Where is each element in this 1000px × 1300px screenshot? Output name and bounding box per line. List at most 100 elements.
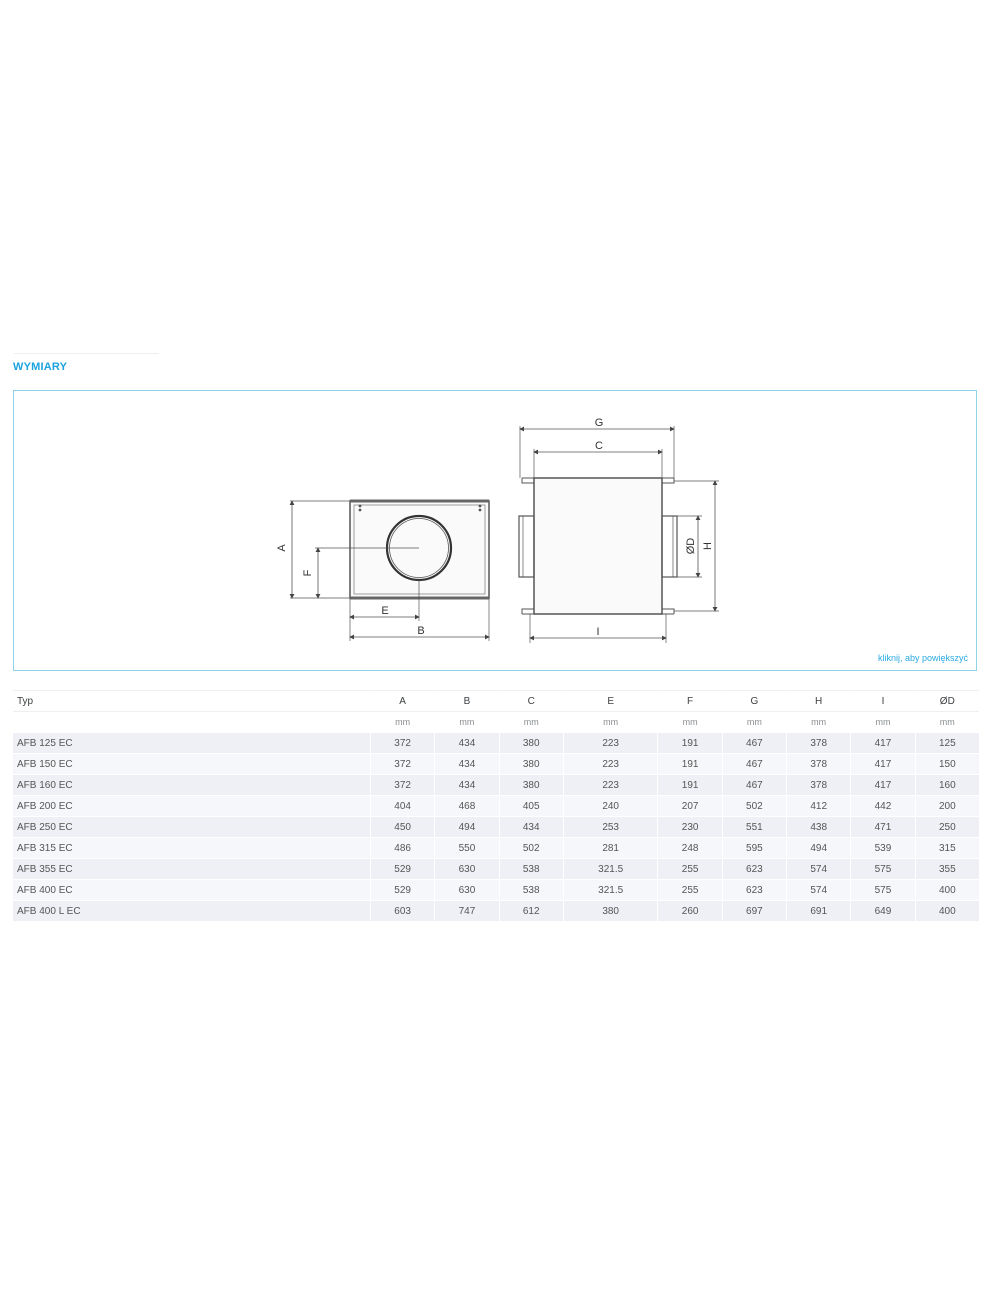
dimension-cell: 191 xyxy=(657,753,722,774)
dimension-cell: 623 xyxy=(721,879,787,900)
dimension-cell: 230 xyxy=(657,816,722,837)
dimension-cell: 494 xyxy=(786,837,851,858)
header-G: G xyxy=(721,690,787,711)
dimension-cell: 321.5 xyxy=(562,858,658,879)
section-title: WYMIARY xyxy=(13,361,68,373)
header-B: B xyxy=(434,690,499,711)
dimension-cell: 355 xyxy=(914,858,979,879)
table-header-row: Typ A B C E F G H I ØD xyxy=(13,690,979,711)
dimension-cell: 529 xyxy=(370,858,435,879)
dimension-cell: 575 xyxy=(850,879,915,900)
dimension-cell: 612 xyxy=(498,900,563,921)
dimension-cell: 255 xyxy=(657,858,722,879)
dimension-cell: 434 xyxy=(434,732,499,753)
unit-cell: mm xyxy=(657,711,722,732)
dimension-cell: 434 xyxy=(434,774,499,795)
dimension-cell: 538 xyxy=(498,879,563,900)
dimension-cell: 378 xyxy=(786,774,851,795)
dimension-cell: 380 xyxy=(498,732,563,753)
dimension-cell: 471 xyxy=(850,816,915,837)
label-B: B xyxy=(417,625,424,637)
dimension-cell: 400 xyxy=(914,900,979,921)
dimension-cell: 372 xyxy=(370,774,435,795)
dimension-cell: 380 xyxy=(498,774,563,795)
dimension-cell: 240 xyxy=(562,795,658,816)
dimension-cell: 550 xyxy=(434,837,499,858)
front-view xyxy=(289,499,490,641)
dimension-cell: 417 xyxy=(850,774,915,795)
header-I: I xyxy=(850,690,915,711)
unit-cell xyxy=(13,711,370,732)
dimension-cell: 575 xyxy=(850,858,915,879)
dimension-cell: 434 xyxy=(434,753,499,774)
dimension-cell: 380 xyxy=(562,900,658,921)
dimension-cell: 486 xyxy=(370,837,435,858)
label-H: H xyxy=(702,542,714,550)
dimension-cell: 378 xyxy=(786,753,851,774)
dimension-cell: 630 xyxy=(434,879,499,900)
model-name-cell: AFB 250 EC xyxy=(13,816,370,837)
unit-cell: mm xyxy=(562,711,658,732)
dimension-cell: 494 xyxy=(434,816,499,837)
dimension-cell: 502 xyxy=(498,837,563,858)
label-I: I xyxy=(596,626,599,638)
label-A: A xyxy=(276,544,288,552)
dimensions-table: Typ A B C E F G H I ØD mm mm mm mm mm mm… xyxy=(13,690,979,921)
dimension-cell: 125 xyxy=(914,732,979,753)
dimension-cell: 191 xyxy=(657,732,722,753)
label-E: E xyxy=(381,605,388,617)
unit-cell: mm xyxy=(850,711,915,732)
dimension-cell: 574 xyxy=(786,879,851,900)
dimension-cell: 539 xyxy=(850,837,915,858)
label-F: F xyxy=(302,569,314,576)
header-E: E xyxy=(562,690,658,711)
unit-cell: mm xyxy=(786,711,851,732)
dimension-cell: 321.5 xyxy=(562,879,658,900)
dimension-cell: 595 xyxy=(721,837,787,858)
dimension-drawing-panel[interactable]: A F E B G C I ØD H kliknij, aby powiększ… xyxy=(13,390,977,671)
label-G: G xyxy=(595,417,604,429)
dimension-cell: 467 xyxy=(721,753,787,774)
dimension-cell: 248 xyxy=(657,837,722,858)
dimension-cell: 223 xyxy=(562,774,658,795)
dimension-cell: 697 xyxy=(721,900,787,921)
header-OD: ØD xyxy=(914,690,979,711)
model-name-cell: AFB 125 EC xyxy=(13,732,370,753)
dimension-cell: 207 xyxy=(657,795,722,816)
dimension-cell: 253 xyxy=(562,816,658,837)
dimension-cell: 434 xyxy=(498,816,563,837)
dimension-cell: 281 xyxy=(562,837,658,858)
dimension-cell: 747 xyxy=(434,900,499,921)
dimension-cell: 260 xyxy=(657,900,722,921)
model-name-cell: AFB 200 EC xyxy=(13,795,370,816)
dimension-cell: 467 xyxy=(721,774,787,795)
dimension-cell: 223 xyxy=(562,753,658,774)
header-A: A xyxy=(370,690,435,711)
zoom-link[interactable]: kliknij, aby powiększyć xyxy=(877,653,968,663)
dimension-cell: 150 xyxy=(914,753,979,774)
model-name-cell: AFB 150 EC xyxy=(13,753,370,774)
model-name-cell: AFB 160 EC xyxy=(13,774,370,795)
model-name-cell: AFB 400 EC xyxy=(13,879,370,900)
dimension-cell: 255 xyxy=(657,879,722,900)
dimension-cell: 529 xyxy=(370,879,435,900)
dimension-cell: 438 xyxy=(786,816,851,837)
dimension-cell: 630 xyxy=(434,858,499,879)
dimension-cell: 372 xyxy=(370,732,435,753)
unit-cell: mm xyxy=(498,711,563,732)
dimension-cell: 200 xyxy=(914,795,979,816)
dimension-cell: 691 xyxy=(786,900,851,921)
dimension-cell: 551 xyxy=(721,816,787,837)
label-C: C xyxy=(595,440,603,452)
label-OD: ØD xyxy=(685,538,697,555)
dimension-cell: 502 xyxy=(721,795,787,816)
